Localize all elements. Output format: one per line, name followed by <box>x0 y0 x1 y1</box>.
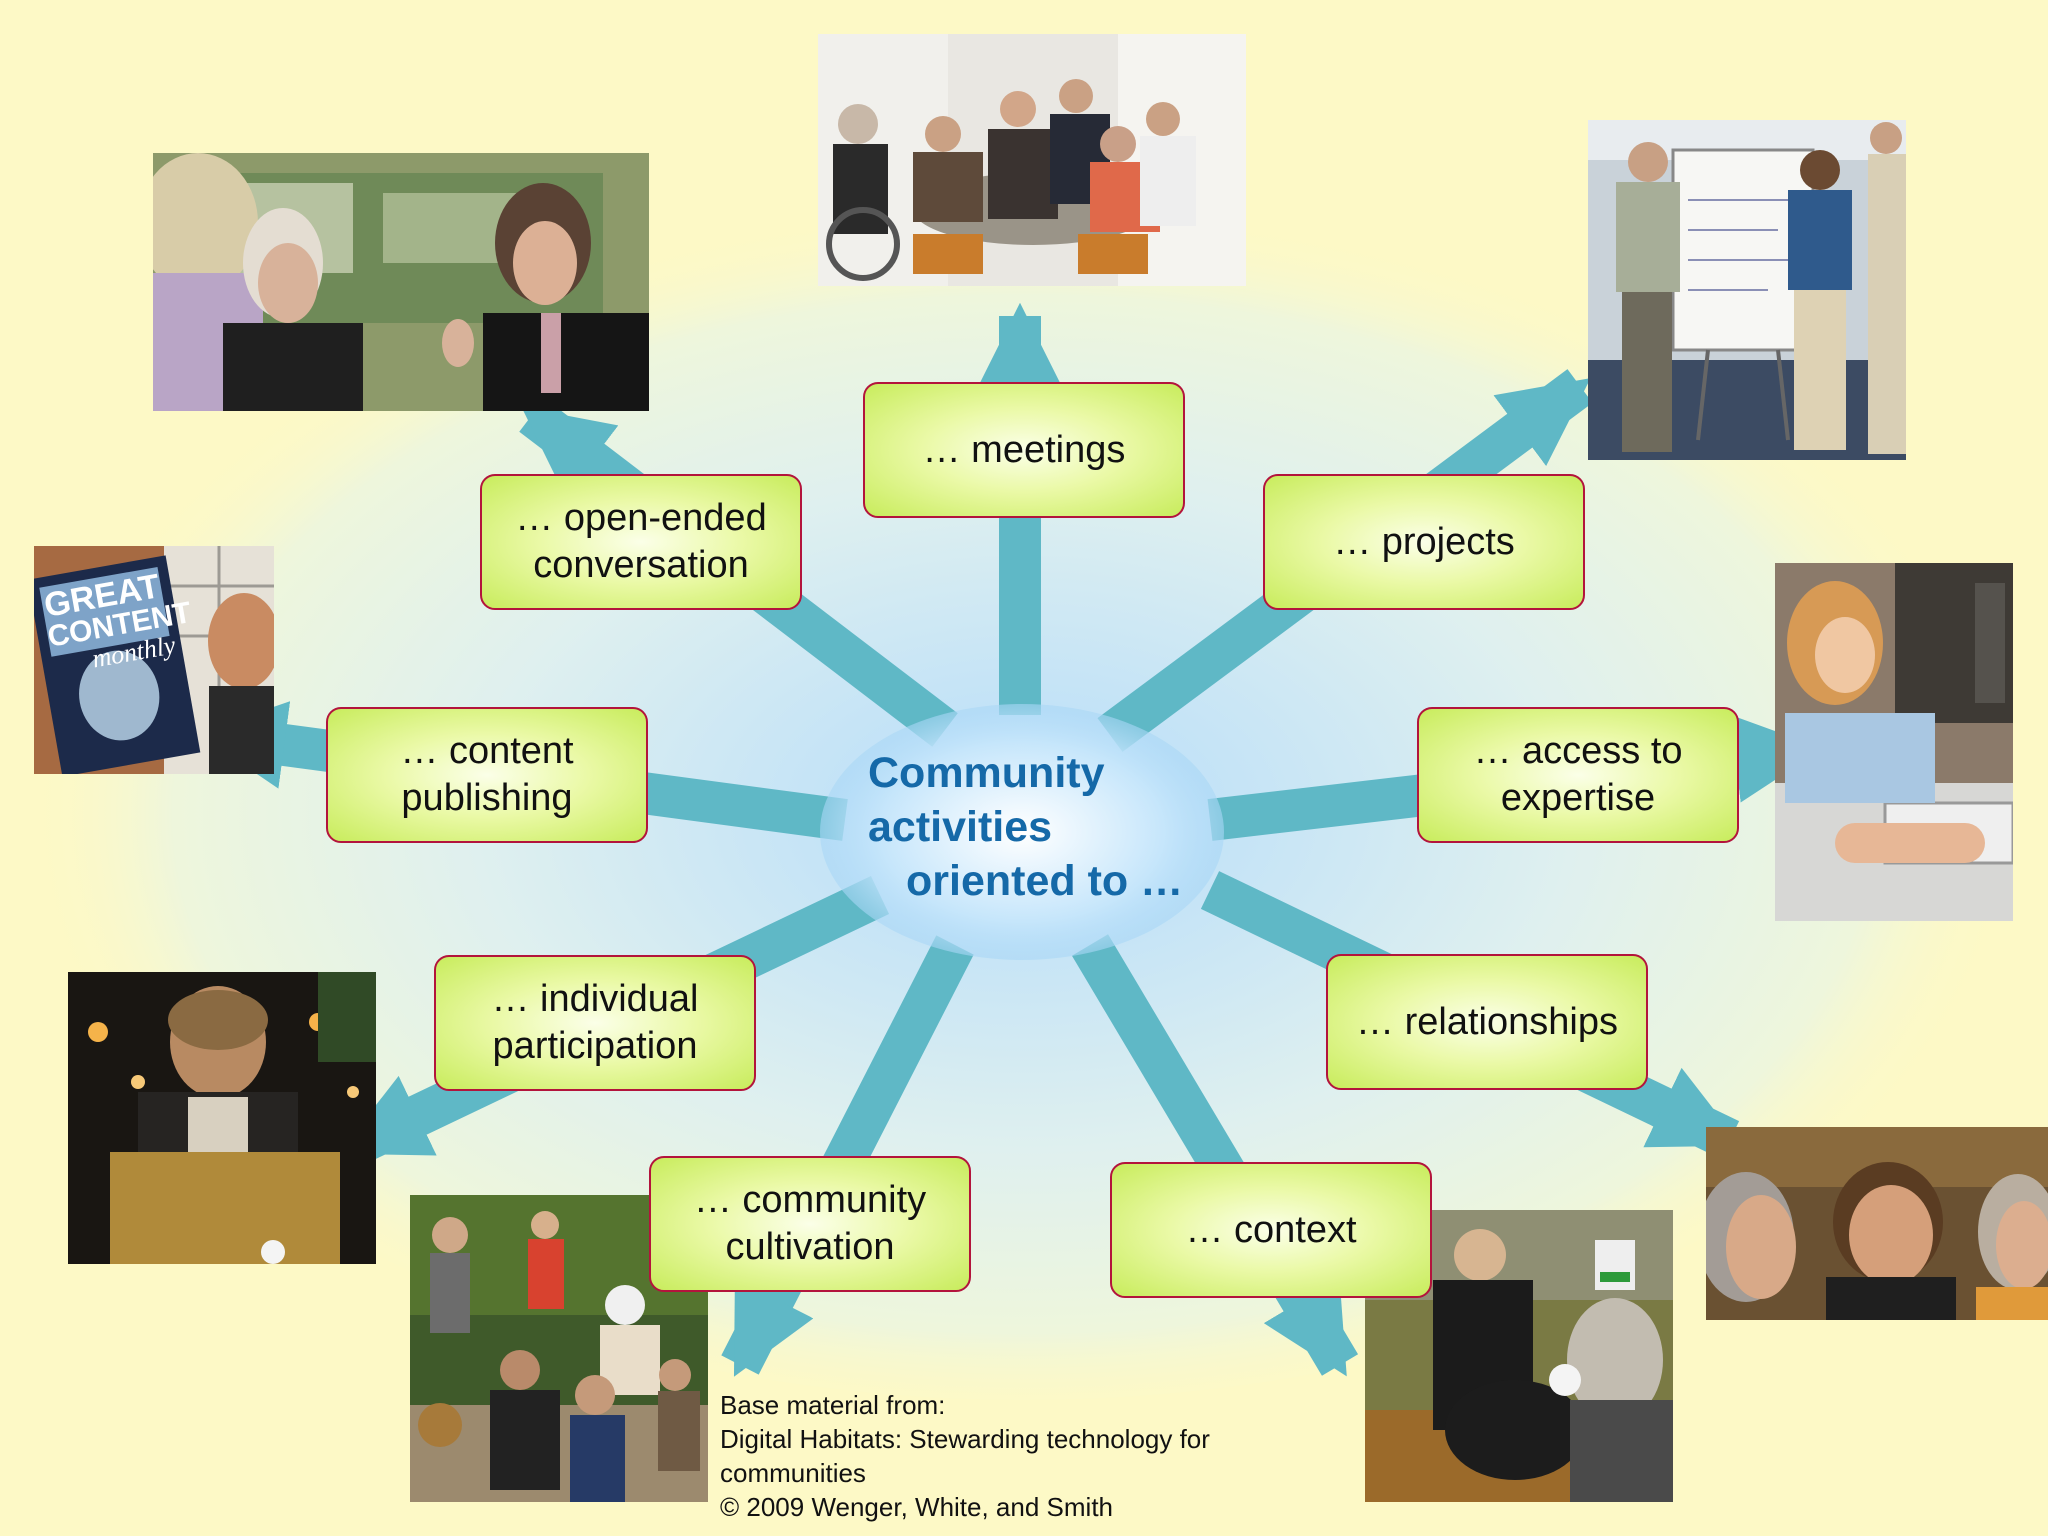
activity-individual-participation[interactable]: … individual participation <box>434 955 756 1091</box>
photo-relationships <box>1706 1127 2048 1320</box>
activity-open-ended-conversation[interactable]: … open-ended conversation <box>480 474 802 610</box>
hub-label: Community activities oriented to … <box>846 716 1226 956</box>
arrow-community-cultivation <box>721 935 974 1377</box>
activity-projects[interactable]: … projects <box>1263 474 1585 610</box>
activity-meetings[interactable]: … meetings <box>863 382 1185 518</box>
citation-line-2: Digital Habitats: Stewarding technology … <box>720 1424 1210 1454</box>
citation-line-1: Base material from: <box>720 1390 946 1420</box>
hub-label-line-2: activities <box>868 803 1053 851</box>
photo-access-to-expertise <box>1775 563 2013 921</box>
activity-content-publishing[interactable]: … content publishing <box>326 707 648 843</box>
photo-community-cultivation <box>410 1195 708 1502</box>
activity-context[interactable]: … context <box>1110 1162 1432 1298</box>
activity-access-to-expertise[interactable]: … access to expertise <box>1417 707 1739 843</box>
photo-projects <box>1588 120 1906 460</box>
hub-ellipse <box>820 704 1224 960</box>
activity-relationships[interactable]: … relationships <box>1326 954 1648 1090</box>
hub-label-line-1: Community <box>868 749 1105 797</box>
activity-community-cultivation[interactable]: … community cultivation <box>649 1156 971 1292</box>
source-citation: Base material from: Digital Habitats: St… <box>720 1388 1340 1524</box>
hub-label-line-3: oriented to … <box>906 857 1184 905</box>
photo-open-ended-conversation <box>153 153 649 411</box>
citation-line-3: communities <box>720 1458 866 1488</box>
photo-content-publishing: GREAT CONTENT monthly <box>34 546 274 774</box>
photo-individual-participation <box>68 972 376 1264</box>
photo-meetings <box>818 34 1246 286</box>
citation-line-4: © 2009 Wenger, White, and Smith <box>720 1492 1113 1522</box>
